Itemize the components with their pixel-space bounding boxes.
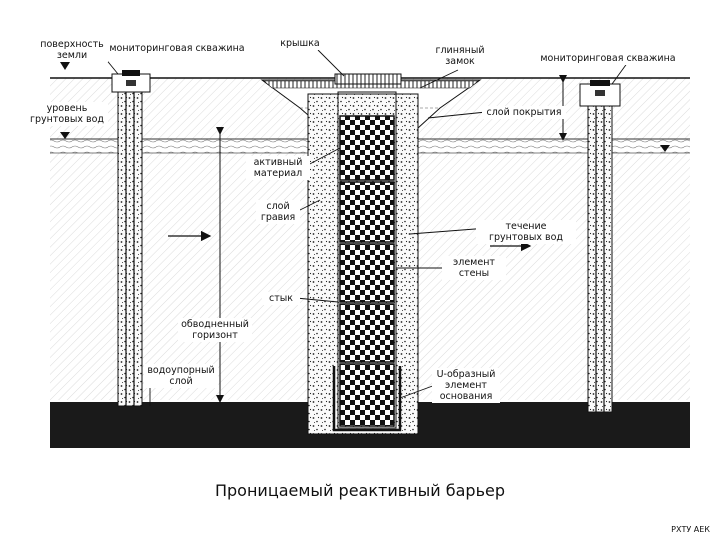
label-groundwater-level: уровень грунтовых вод (26, 102, 108, 126)
monitoring-well-left (111, 70, 151, 407)
label-wall-element: элемент стены (442, 256, 506, 280)
label-gravel-layer: слой гравия (256, 200, 300, 224)
ground-surface-marker (60, 62, 70, 70)
label-groundwater-flow: течение грунтовых вод (476, 220, 576, 244)
label-monitoring-well-right: мониторинговая скважина (536, 52, 680, 65)
reactive-module (339, 303, 395, 363)
label-u-base-element: U-образный элемент основания (432, 368, 500, 403)
reactive-module (339, 181, 395, 243)
label-ground-surface: поверхность земли (36, 38, 108, 62)
reactive-module (339, 243, 395, 303)
label-aquifer: обводненный горизонт (178, 318, 252, 342)
monitoring-well-right (579, 80, 621, 413)
reactive-module (339, 115, 395, 181)
reactive-modules (339, 115, 395, 427)
barrier-cover (334, 73, 402, 85)
label-cover: крышка (273, 37, 327, 50)
water-level-marker-right (660, 145, 670, 152)
label-joint: стык (262, 292, 300, 305)
reactive-module (339, 363, 395, 427)
label-clay-seal: глиняный замок (428, 44, 492, 68)
water-level-marker-left (60, 132, 70, 139)
label-cover-layer: слой покрытия (482, 106, 566, 119)
footer-credit: РХТУ АЕК (671, 525, 710, 534)
label-aquitard: водоупорный слой (144, 364, 218, 388)
label-monitoring-well-left: мониторинговая скважина (104, 42, 250, 55)
diagram-caption: Проницаемый реактивный барьер (214, 481, 505, 500)
label-active-material: активный материал (246, 156, 310, 180)
